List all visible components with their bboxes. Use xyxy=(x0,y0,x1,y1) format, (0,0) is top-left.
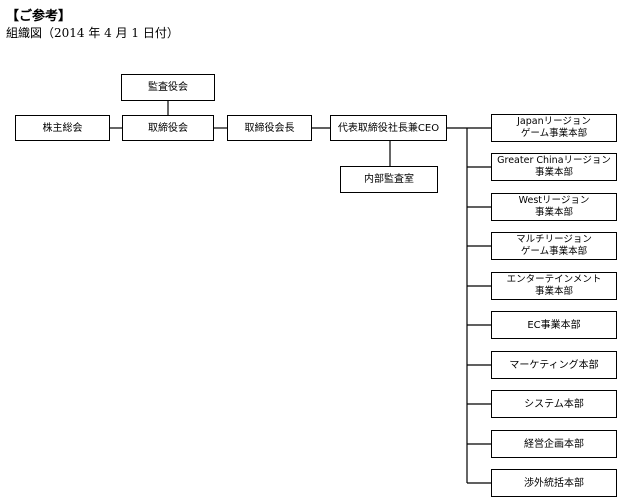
ceo-label: 代表取締役社長兼CEO xyxy=(337,122,440,134)
shareholders-meeting-box: 株主総会 xyxy=(15,115,110,141)
multi-region-line2: ゲーム事業本部 xyxy=(520,246,588,257)
chairman-box: 取締役会長 xyxy=(227,115,312,141)
west-region-line2: 事業本部 xyxy=(534,207,573,218)
page-title: 【ご参考】 xyxy=(6,9,72,24)
entertainment-line1: エンターテインメント xyxy=(506,274,602,285)
corporate-planning-label: 経営企画本部 xyxy=(524,438,584,450)
system-label: システム本部 xyxy=(524,398,584,410)
board-of-directors-label: 取締役会 xyxy=(148,122,188,134)
greater-china-region-line2: 事業本部 xyxy=(534,167,573,178)
japan-region-line1: Japanリージョン xyxy=(517,116,591,127)
ceo-box: 代表取締役社長兼CEO xyxy=(330,115,447,141)
marketing-label: マーケティング本部 xyxy=(509,359,599,371)
greater-china-region-box: Greater Chinaリージョン 事業本部 xyxy=(491,153,617,181)
ec-box: EC事業本部 xyxy=(491,311,617,339)
west-region-box: Westリージョン 事業本部 xyxy=(491,193,617,221)
west-region-line1: Westリージョン xyxy=(518,195,590,206)
shareholders-meeting-label: 株主総会 xyxy=(42,122,83,134)
corporate-planning-box: 経営企画本部 xyxy=(491,430,617,458)
multi-region-box: マルチリージョン ゲーム事業本部 xyxy=(491,232,617,260)
audit-board-label: 監査役会 xyxy=(148,82,188,93)
entertainment-box: エンターテインメント 事業本部 xyxy=(491,272,617,300)
greater-china-region-line1: Greater Chinaリージョン xyxy=(497,155,611,166)
chart-date-subtitle: 組織図（2014 年 4 月 1 日付） xyxy=(6,26,179,40)
japan-region-box: Japanリージョン ゲーム事業本部 xyxy=(491,114,617,142)
ec-label: EC事業本部 xyxy=(527,319,581,331)
multi-region-line1: マルチリージョン xyxy=(516,234,592,245)
system-box: システム本部 xyxy=(491,390,617,418)
marketing-box: マーケティング本部 xyxy=(491,351,617,379)
external-affairs-label: 渉外統括本部 xyxy=(524,477,584,489)
chairman-label: 取締役会長 xyxy=(244,122,295,134)
external-affairs-box: 渉外統括本部 xyxy=(491,469,617,497)
entertainment-line2: 事業本部 xyxy=(534,286,573,297)
internal-audit-box: 内部監査室 xyxy=(340,166,438,193)
internal-audit-label: 内部監査室 xyxy=(364,174,414,185)
audit-board-box: 監査役会 xyxy=(121,74,215,101)
board-of-directors-box: 取締役会 xyxy=(122,115,214,141)
japan-region-line2: ゲーム事業本部 xyxy=(520,128,588,139)
